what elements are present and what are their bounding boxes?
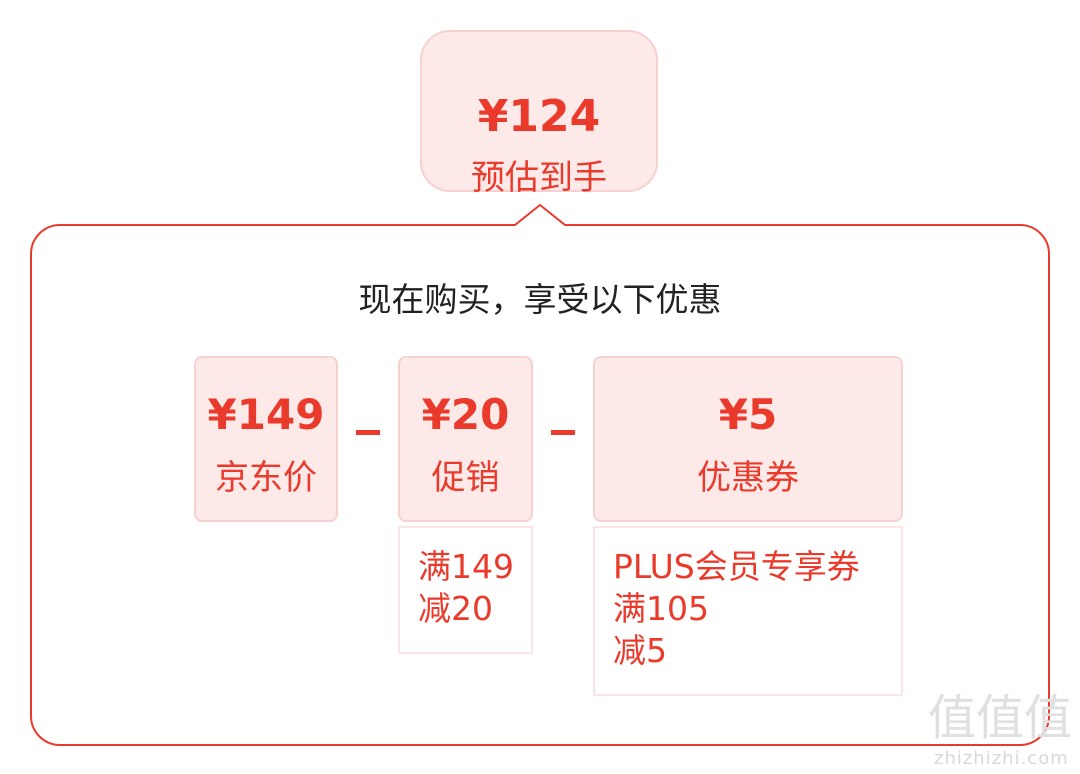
promotion-detail-line: 满149	[418, 547, 514, 586]
jd-price-card: ¥149 京东价	[194, 356, 338, 522]
watermark-logo: 值 值 值 zhizhizhi.com	[928, 690, 1078, 772]
jd-price-label: 京东价	[215, 458, 317, 498]
promotion-amount: ¥20	[421, 390, 510, 439]
final-price-badge: ¥124 预估到手	[420, 30, 658, 198]
jd-price-amount: ¥149	[207, 390, 325, 439]
minus-operator	[356, 430, 380, 435]
watermark-glyph: 值	[928, 690, 977, 746]
coupon-detail-line: 减5	[613, 631, 667, 670]
promotion-detail-line: 减20	[418, 589, 493, 628]
coupon-card: ¥5 优惠券	[593, 356, 903, 522]
watermark-glyph: 值	[1024, 690, 1073, 746]
coupon-detail-line: 满105	[613, 589, 709, 628]
final-price-amount: ¥124	[477, 91, 601, 142]
coupon-detail-line: PLUS会员专享券	[613, 547, 860, 586]
coupon-label: 优惠券	[697, 458, 799, 498]
watermark-glyph: 值	[976, 690, 1025, 746]
promotion-detail: 满149 减20	[398, 526, 533, 654]
promotion-card: ¥20 促销	[398, 356, 533, 522]
promotion-label: 促销	[431, 458, 500, 498]
panel-pointer	[515, 203, 565, 226]
intro-text: 现在购买，享受以下优惠	[358, 280, 722, 319]
coupon-detail: PLUS会员专享券 满105 减5	[593, 526, 903, 696]
minus-operator	[551, 430, 575, 435]
watermark-text: zhizhizhi.com	[934, 748, 1069, 769]
coupon-amount: ¥5	[718, 390, 778, 439]
final-price-label: 预估到手	[471, 158, 607, 198]
